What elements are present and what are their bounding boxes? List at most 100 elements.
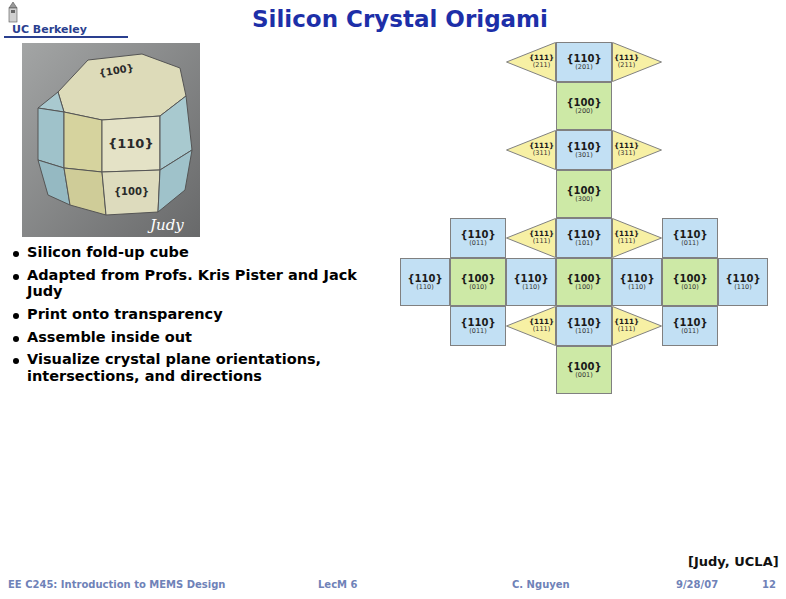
crystal-face-triangle: {111}(111) bbox=[612, 218, 662, 258]
bullet-text: Visualize crystal plane orientations, in… bbox=[27, 351, 376, 384]
plane-index: (101) bbox=[575, 240, 592, 247]
footer-lecture: LecM 6 bbox=[318, 579, 357, 590]
plane-family: {110} bbox=[725, 273, 760, 284]
face-text-holder: {110}(301) bbox=[557, 131, 611, 169]
header-rule bbox=[4, 36, 128, 38]
plane-index: (110) bbox=[416, 284, 433, 291]
polyhedron-face bbox=[102, 116, 160, 172]
plane-index: (311) bbox=[618, 150, 635, 157]
crystal-face-square: {100}(010) bbox=[662, 258, 718, 306]
plane-family: {100} bbox=[672, 273, 707, 284]
polyhedron-face bbox=[38, 160, 70, 205]
triangle-face bbox=[507, 43, 556, 82]
face-text-holder: {111}(111) bbox=[612, 306, 641, 346]
face-text-holder: {110}(110) bbox=[613, 259, 661, 305]
plane-index: (001) bbox=[575, 372, 592, 379]
plane-family: {100} bbox=[460, 273, 495, 284]
plane-index: (011) bbox=[469, 240, 486, 247]
crystal-face-square: {100}(001) bbox=[556, 346, 612, 394]
triangle-face bbox=[613, 131, 662, 170]
campanile-icon bbox=[9, 2, 17, 22]
plane-family: {111} bbox=[614, 54, 639, 62]
plane-family: {100} bbox=[566, 273, 601, 284]
face-text-holder: {111}(211) bbox=[612, 42, 641, 82]
polyhedron-face bbox=[64, 112, 102, 172]
crystal-face-triangle: {111}(211) bbox=[612, 42, 662, 82]
tower-window bbox=[11, 10, 15, 13]
photo-illustration bbox=[22, 43, 200, 237]
plane-index: (100) bbox=[575, 284, 592, 291]
plane-family: {110} bbox=[407, 273, 442, 284]
bullet-dot bbox=[13, 358, 19, 364]
plane-index: (111) bbox=[533, 238, 550, 245]
plane-family: {110} bbox=[513, 273, 548, 284]
plane-index: (110) bbox=[522, 284, 539, 291]
crystal-face-square: {110}(110) bbox=[506, 258, 556, 306]
plane-index: (311) bbox=[533, 150, 550, 157]
plane-family: {110} bbox=[460, 229, 495, 240]
crystal-face-square: {100}(300) bbox=[556, 170, 612, 218]
face-text-holder: {100}(300) bbox=[557, 171, 611, 217]
plane-index: (301) bbox=[575, 152, 592, 159]
photo-background bbox=[22, 43, 200, 237]
face-text-holder: {100}(010) bbox=[451, 259, 505, 305]
crystal-face-square: {110}(301) bbox=[556, 130, 612, 170]
plane-family: {110} bbox=[672, 229, 707, 240]
crystal-face-square: {110}(101) bbox=[556, 218, 612, 258]
plane-index: (011) bbox=[681, 240, 698, 247]
face-text-holder: {100}(001) bbox=[557, 347, 611, 393]
crystal-face-triangle: {111}(111) bbox=[612, 306, 662, 346]
bullet-text: Print onto transparency bbox=[27, 306, 376, 323]
crystal-face-square: {110}(110) bbox=[400, 258, 450, 306]
crystal-face-square: {100}(200) bbox=[556, 82, 612, 130]
plane-family: {100} bbox=[566, 97, 601, 108]
plane-family: {111} bbox=[529, 142, 554, 150]
photo-face-label: {110} bbox=[108, 136, 154, 151]
face-text-holder: {110}(011) bbox=[451, 219, 505, 257]
bullet-text: Assemble inside out bbox=[27, 329, 376, 346]
crystal-face-square: {100}(100) bbox=[556, 258, 612, 306]
crystal-face-square: {110}(011) bbox=[450, 218, 506, 258]
plane-family: {110} bbox=[566, 229, 601, 240]
face-text-holder: {111}(111) bbox=[527, 306, 556, 346]
polyhedron-top-face bbox=[58, 54, 186, 120]
polyhedron-face bbox=[158, 150, 192, 212]
triangle-face bbox=[507, 131, 556, 170]
crystal-face-triangle: {111}(311) bbox=[506, 130, 556, 170]
bullet-item: Silicon fold-up cube bbox=[10, 244, 376, 261]
face-text-holder: {110}(201) bbox=[557, 43, 611, 81]
triangle-face bbox=[507, 219, 556, 258]
face-text-holder: {100}(010) bbox=[663, 259, 717, 305]
face-text-holder: {110}(011) bbox=[663, 307, 717, 345]
crystal-face-square: {110}(201) bbox=[556, 42, 612, 82]
photo-credit: Judy bbox=[150, 216, 184, 234]
slide-title: Silicon Crystal Origami bbox=[190, 6, 610, 32]
face-text-holder: {100}(100) bbox=[557, 259, 611, 305]
polyhedron-face bbox=[64, 168, 106, 215]
plane-family: {110} bbox=[566, 53, 601, 64]
plane-index: (111) bbox=[533, 326, 550, 333]
crystal-face-triangle: {111}(311) bbox=[612, 130, 662, 170]
bullet-dot bbox=[13, 251, 19, 257]
bullet-text: Adapted from Profs. Kris Pister and Jack… bbox=[27, 267, 376, 300]
plane-index: (110) bbox=[628, 284, 645, 291]
plane-family: {111} bbox=[529, 54, 554, 62]
face-text-holder: {110}(110) bbox=[401, 259, 449, 305]
plane-index: (101) bbox=[575, 328, 592, 335]
bullet-text: Silicon fold-up cube bbox=[27, 244, 376, 261]
plane-index: (201) bbox=[575, 64, 592, 71]
crystal-face-square: {110}(110) bbox=[718, 258, 768, 306]
triangle-face bbox=[613, 219, 662, 258]
plane-family: {110} bbox=[460, 317, 495, 328]
institution-logo-text: UC Berkeley bbox=[12, 23, 87, 36]
plane-family: {110} bbox=[619, 273, 654, 284]
page-number: 12 bbox=[762, 579, 776, 590]
face-text-holder: {111}(111) bbox=[612, 218, 641, 258]
plane-index: (111) bbox=[618, 326, 635, 333]
plane-family: {111} bbox=[614, 230, 639, 238]
plane-family: {111} bbox=[529, 230, 554, 238]
face-text-holder: {111}(211) bbox=[527, 42, 556, 82]
plane-index: (011) bbox=[681, 328, 698, 335]
crystal-face-triangle: {111}(111) bbox=[506, 306, 556, 346]
